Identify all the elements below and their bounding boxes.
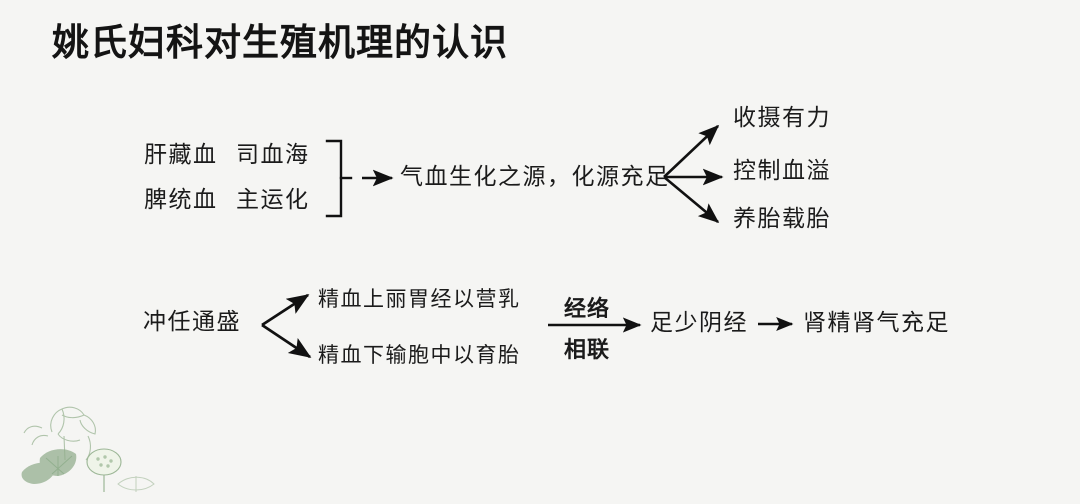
link-label-bottom: 相联 (564, 337, 611, 362)
lower-source-chongren: 冲任通盛 (143, 309, 241, 334)
source-function-1: 司血海 (236, 142, 310, 167)
arrow-center-to-outcomes (663, 124, 724, 223)
arrow-source-to-branches (261, 293, 312, 359)
source-organ-2: 脾统血 (144, 187, 218, 212)
page-title: 姚氏妇科对生殖机理的认识 (52, 22, 508, 63)
lotus-line-drawing-illustration (21, 406, 155, 492)
lower-branch-1: 精血上丽胃经以营乳 (318, 287, 521, 311)
source-function-2: 主运化 (236, 187, 310, 212)
outcome-1: 收摄有力 (733, 105, 831, 130)
source-organ-1: 肝藏血 (144, 142, 218, 167)
lotus-watercolor-illustration (782, 308, 1076, 504)
result-node: 肾精肾气充足 (803, 310, 950, 335)
grouping-brace (325, 139, 353, 218)
meridian-node: 足少阴经 (650, 310, 748, 335)
center-node-qi-blood-source: 气血生化之源，化源充足 (400, 164, 670, 189)
outcome-2: 控制血溢 (733, 158, 831, 183)
outcome-3: 养胎载胎 (733, 206, 831, 231)
lower-branch-2: 精血下输胞中以育胎 (318, 343, 521, 367)
link-label-top: 经络 (564, 296, 611, 321)
